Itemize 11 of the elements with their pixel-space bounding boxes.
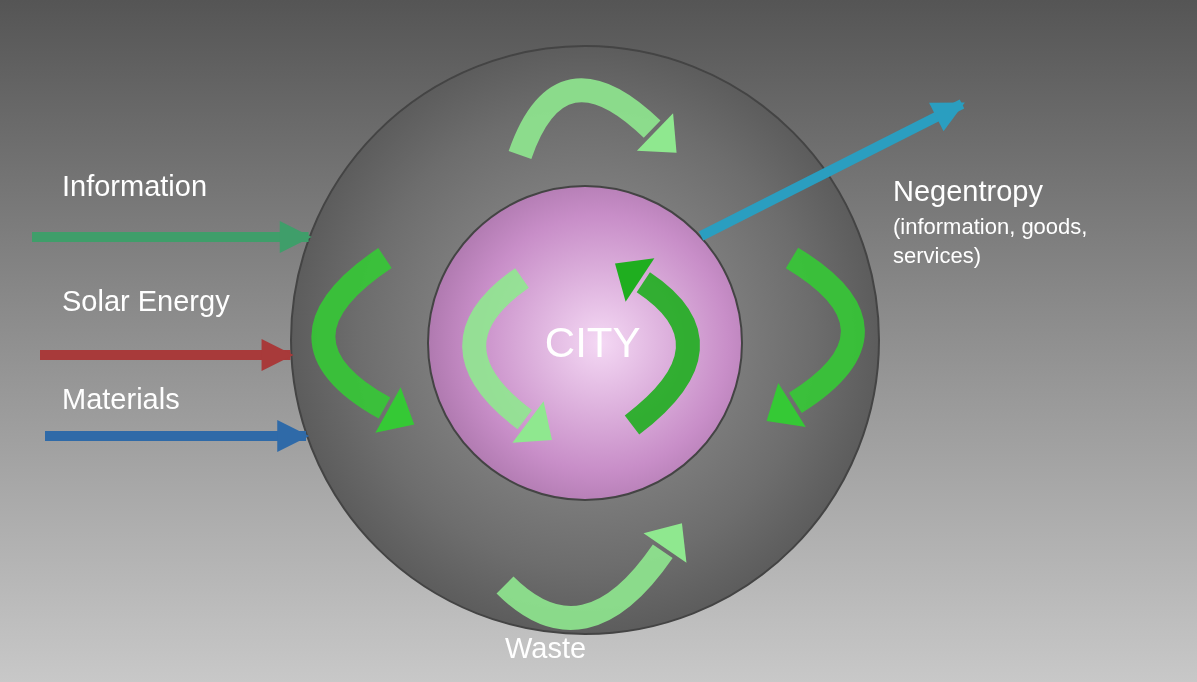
output-label: Negentropy — [893, 175, 1043, 208]
city-label: CITY — [544, 319, 641, 367]
arrow — [32, 221, 312, 253]
edge-label: Solar Energy — [62, 285, 230, 318]
edge-label: Information — [62, 170, 208, 203]
arrow — [698, 99, 965, 241]
edge-label: Materials — [62, 383, 180, 416]
arrow — [45, 420, 310, 452]
arrow — [40, 339, 294, 371]
output-description: (information, goods, services) — [893, 213, 1089, 270]
waste-label: Waste — [505, 632, 587, 665]
